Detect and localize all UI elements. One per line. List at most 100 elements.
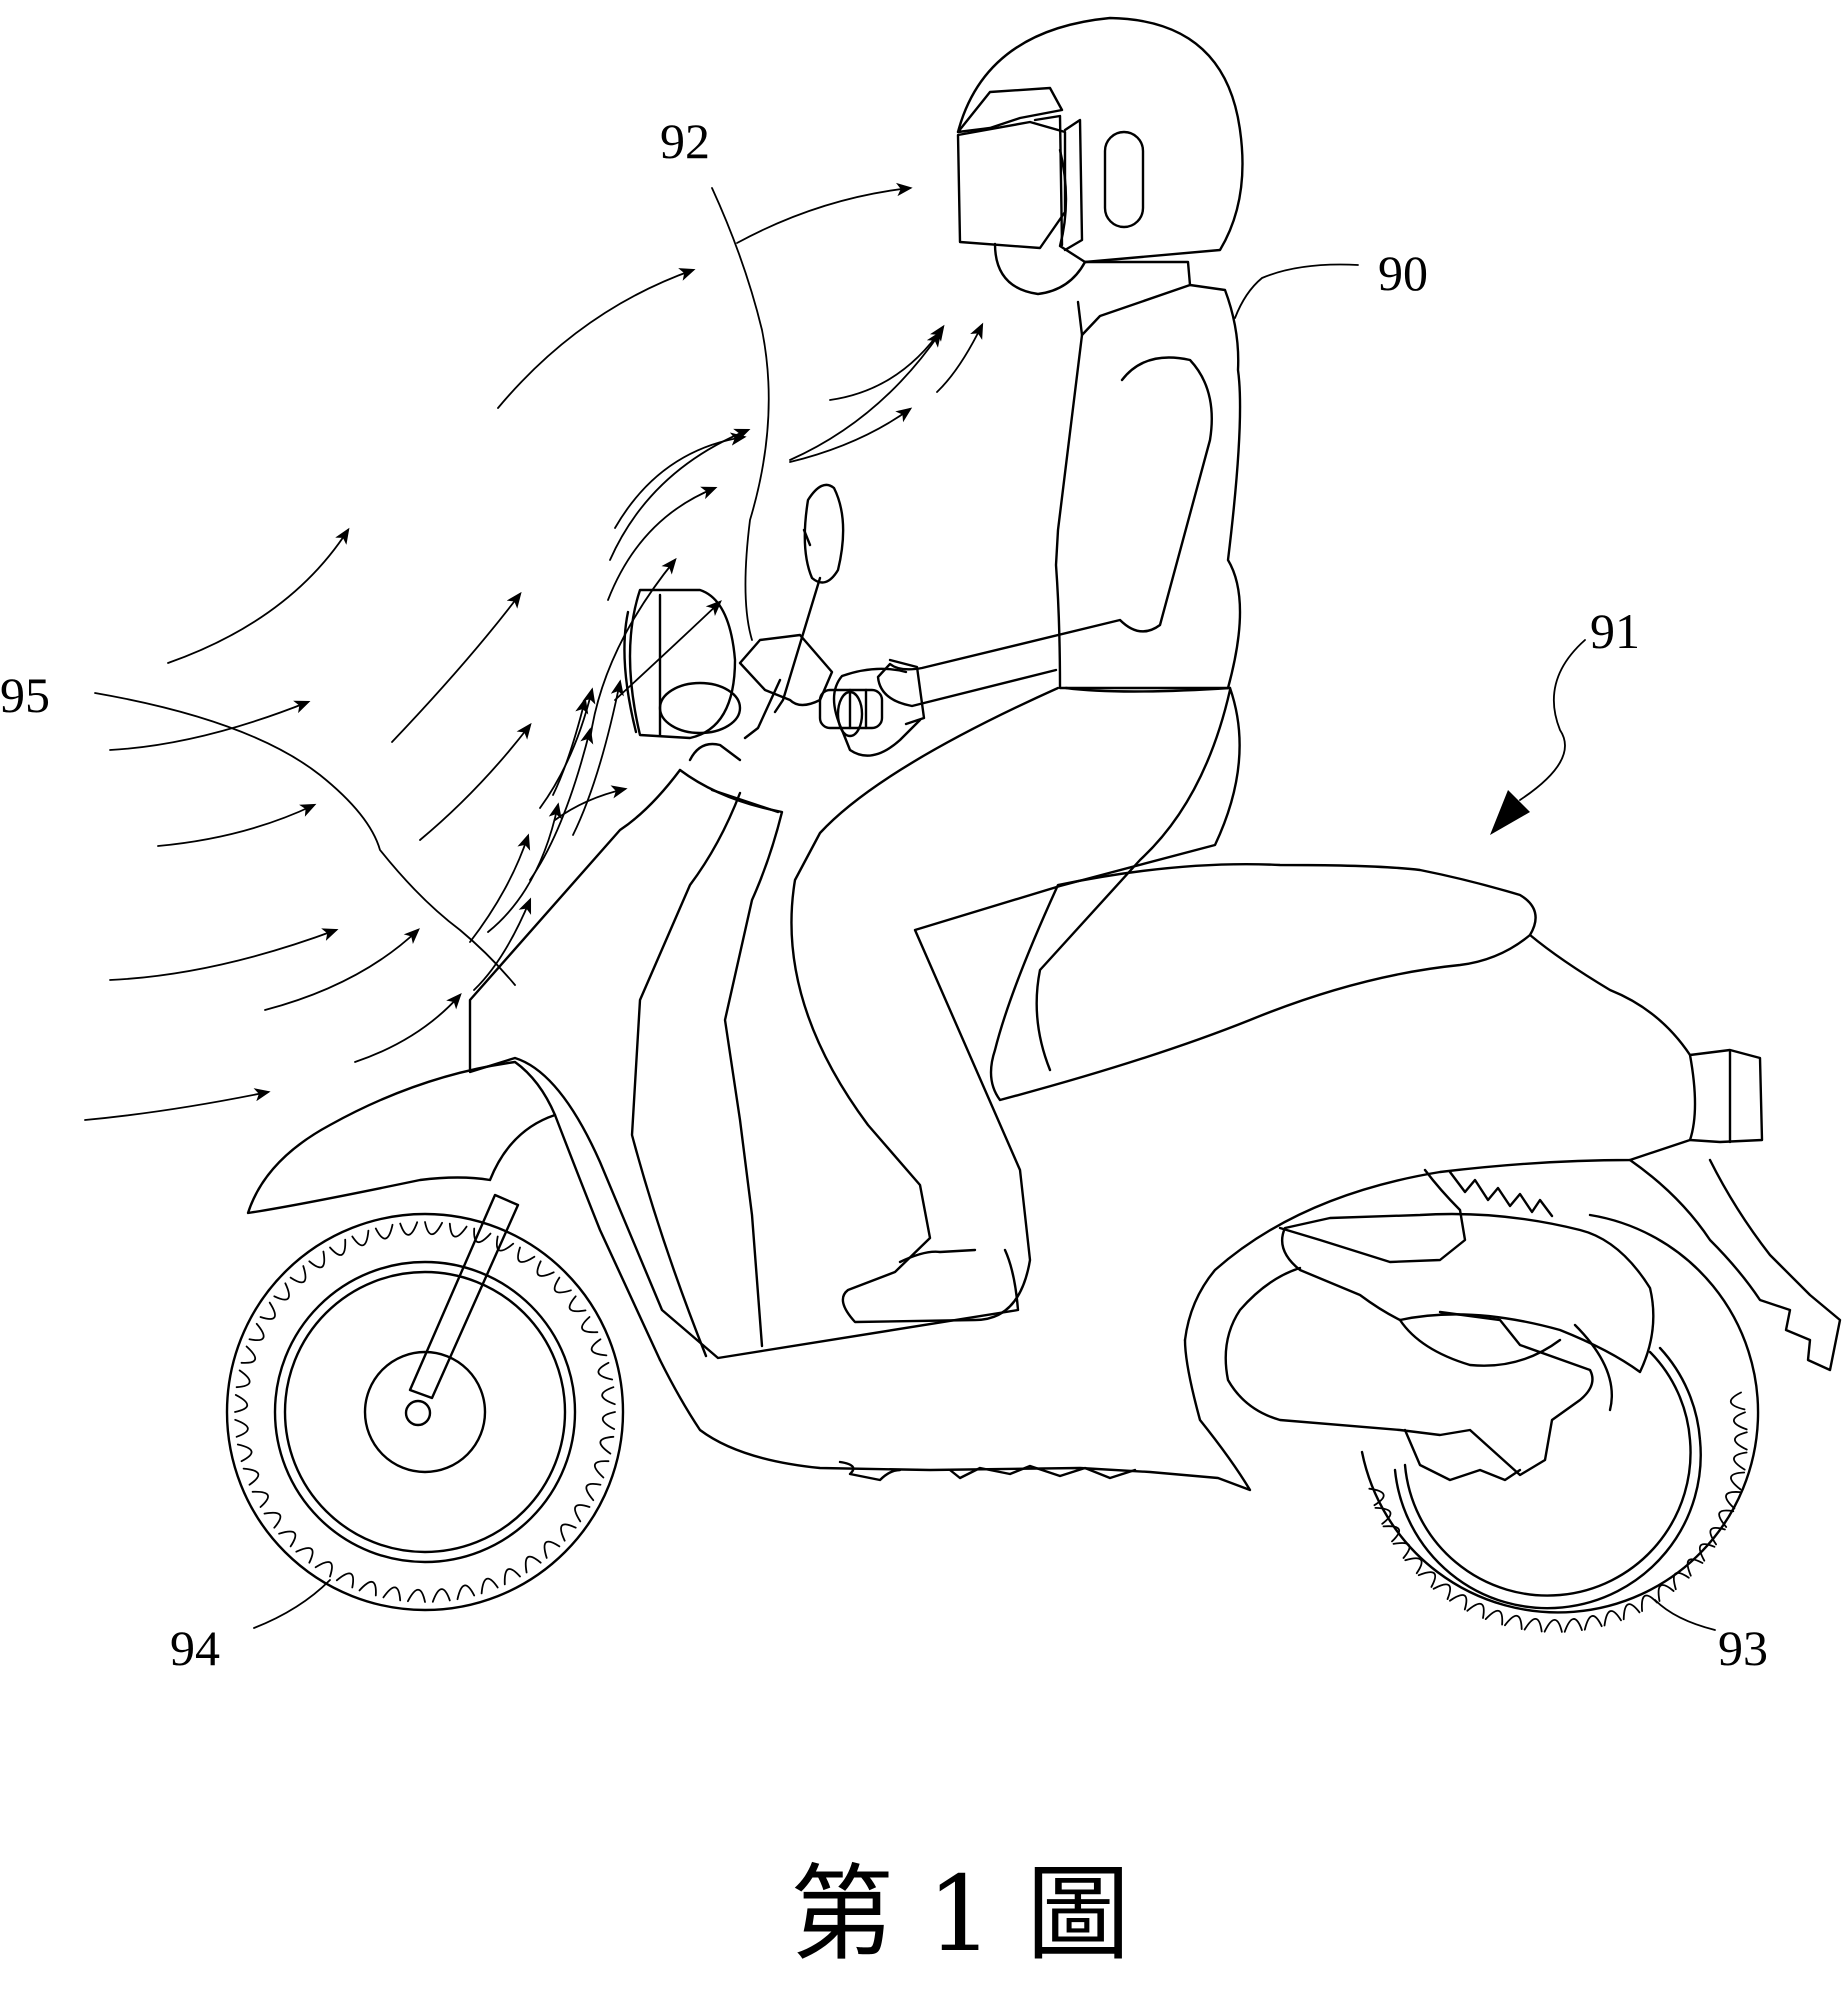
tread-mark xyxy=(251,1490,269,1508)
tread-mark xyxy=(234,1418,249,1438)
tread-mark xyxy=(1432,1583,1452,1600)
tread-mark xyxy=(358,1581,377,1597)
turn-signal xyxy=(658,681,742,735)
tread-mark xyxy=(496,1235,515,1252)
tread-mark xyxy=(1368,1487,1385,1507)
tread-mark xyxy=(1686,1558,1704,1577)
scooter xyxy=(246,483,1842,1492)
rear-wheel xyxy=(1360,1213,1760,1614)
tread-mark xyxy=(1449,1594,1468,1611)
tread-mark xyxy=(1725,1491,1741,1510)
leader-94 xyxy=(253,1579,331,1629)
tread-mark xyxy=(560,1523,577,1542)
tread-mark xyxy=(236,1443,253,1463)
tread-mark xyxy=(1622,1603,1641,1621)
front-wheel xyxy=(225,1212,625,1612)
engine-cover xyxy=(1280,1212,1655,1374)
rider xyxy=(790,16,1244,1324)
tread-mark xyxy=(1718,1509,1735,1528)
tread-mark xyxy=(553,1276,572,1294)
tread-mark xyxy=(473,1227,492,1243)
seat xyxy=(989,863,1537,1102)
tread-mark xyxy=(1504,1614,1523,1630)
rear-fender xyxy=(1628,1158,1842,1372)
reference-labels: 92 90 91 95 94 93 xyxy=(0,113,1768,1676)
leader-93 xyxy=(1654,1599,1716,1631)
figure-caption: 第 1 圖 xyxy=(790,1853,1130,1975)
leader-92 xyxy=(711,187,770,641)
tread-mark xyxy=(374,1223,394,1240)
floorboard xyxy=(658,1338,1252,1492)
tread-mark xyxy=(574,1504,591,1523)
label-95: 95 xyxy=(0,667,50,723)
helmet-ear-vent xyxy=(1103,130,1145,229)
tread-mark xyxy=(536,1260,555,1277)
tread-mark xyxy=(1392,1542,1411,1559)
tread-mark xyxy=(1523,1617,1543,1633)
tread-mark xyxy=(503,1568,521,1586)
tread-mark xyxy=(431,1588,451,1603)
tread-mark xyxy=(1709,1526,1726,1546)
tread-mark xyxy=(242,1467,260,1486)
tread-mark xyxy=(456,1584,476,1601)
airflow-boundary-line xyxy=(94,692,516,986)
rider-leg xyxy=(790,686,1241,1324)
tread-mark xyxy=(590,1338,608,1357)
tread-mark xyxy=(235,1369,251,1389)
assembly-pointer-arrow xyxy=(1490,639,1586,835)
tread-mark xyxy=(599,1435,615,1455)
headlight xyxy=(628,588,737,740)
tread-mark xyxy=(263,1511,282,1529)
tread-mark xyxy=(1603,1610,1622,1627)
tread-mark xyxy=(480,1577,499,1595)
tread-mark xyxy=(1733,1451,1748,1471)
tread-mark xyxy=(289,1265,307,1284)
tread-mark xyxy=(382,1586,402,1602)
tread-mark xyxy=(543,1540,561,1559)
label-93: 93 xyxy=(1718,1620,1768,1676)
rear-spring xyxy=(1448,1170,1554,1218)
tread-mark xyxy=(568,1295,587,1313)
tread-mark xyxy=(524,1555,542,1574)
front-tire-tread xyxy=(234,1221,616,1603)
tread-mark xyxy=(1583,1615,1603,1631)
tread-mark xyxy=(585,1483,602,1502)
tread-mark xyxy=(259,1301,276,1320)
mirror xyxy=(803,483,845,584)
tread-mark xyxy=(1734,1431,1748,1451)
tail-light xyxy=(1688,1048,1764,1144)
tread-mark xyxy=(351,1229,370,1247)
tread-mark xyxy=(399,1221,419,1236)
rider-torso xyxy=(1054,283,1242,690)
tread-mark xyxy=(1657,1584,1675,1602)
front-fork xyxy=(408,1193,520,1400)
tread-mark xyxy=(407,1588,426,1603)
handlebar xyxy=(738,633,834,707)
tread-mark xyxy=(517,1246,536,1263)
helmet-shell xyxy=(956,16,1244,264)
tread-mark xyxy=(234,1394,249,1413)
tread-mark xyxy=(295,1547,314,1564)
rider-arm xyxy=(876,356,1213,708)
tread-mark xyxy=(1672,1572,1690,1591)
tread-mark xyxy=(1698,1543,1716,1562)
leader-90 xyxy=(1234,263,1359,319)
tread-mark xyxy=(601,1386,616,1406)
tread-mark xyxy=(581,1316,599,1334)
tread-mark xyxy=(1382,1525,1401,1543)
tread-mark xyxy=(248,1322,265,1341)
helmet-visor-brim xyxy=(956,86,1064,134)
tread-mark xyxy=(448,1222,468,1238)
tread-mark xyxy=(1730,1471,1746,1491)
label-94: 94 xyxy=(170,1620,220,1676)
tread-mark xyxy=(1640,1594,1658,1612)
rear-body xyxy=(1183,933,1697,1342)
tread-mark xyxy=(1374,1507,1392,1525)
tread-mark xyxy=(1484,1610,1504,1626)
tread-mark xyxy=(335,1572,354,1589)
tread-mark xyxy=(278,1530,297,1548)
front-fender xyxy=(246,1060,557,1215)
tread-mark xyxy=(1543,1619,1563,1633)
tread-mark xyxy=(329,1238,347,1256)
